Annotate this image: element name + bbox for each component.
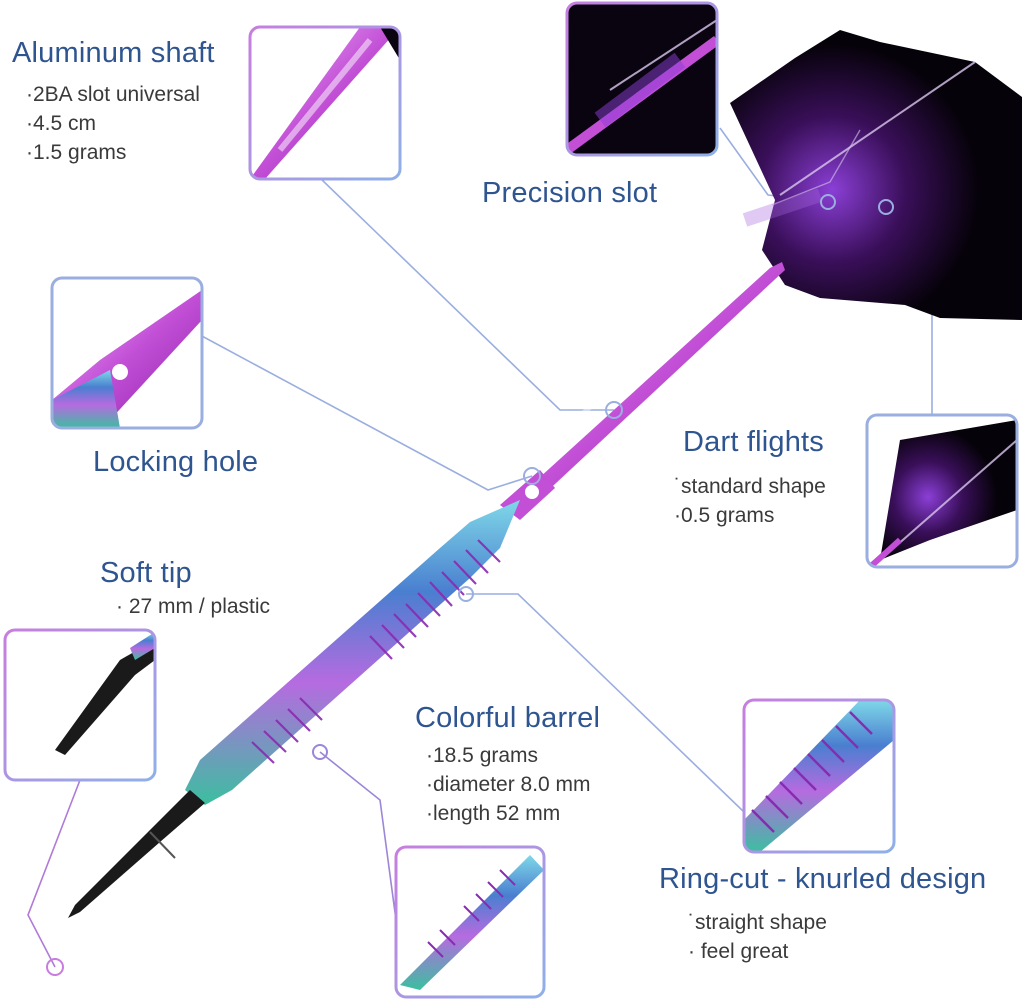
precision-slot-title: Precision slot [482, 177, 658, 209]
spec-line: · feel great [688, 940, 789, 963]
spec-line: ·length 52 mm [426, 802, 561, 825]
marker-soft-tip [46, 958, 64, 976]
spec-line: ·4.5 cm [26, 112, 97, 135]
spec-line: ·18.5 grams [426, 744, 539, 767]
callout-line-barrel [319, 751, 397, 921]
dart-flight [730, 30, 1022, 320]
spec-line: ˙standard shape [674, 475, 826, 498]
aluminum-shaft-title: Aluminum shaft [12, 37, 215, 69]
aluminum-shaft-specs: ·2BA slot universal ·4.5 cm ·1.5 grams [26, 80, 200, 167]
spec-line: · 27 mm / plastic [116, 595, 271, 618]
callout-line-locking-hole [199, 334, 533, 491]
dart-flights-specs: ˙standard shape ·0.5 grams [674, 472, 826, 530]
spec-line: ·0.5 grams [674, 504, 775, 527]
ring-cut-specs: ˙straight shape · feel great [688, 908, 827, 966]
spec-line: ˙straight shape [688, 911, 827, 934]
marker-dart-flights [878, 199, 894, 215]
soft-tip-specs: · 27 mm / plastic [116, 592, 270, 621]
inset-aluminum-shaft [248, 25, 402, 181]
spec-line: ·1.5 grams [26, 141, 127, 164]
colorful-barrel-title: Colorful barrel [415, 702, 601, 734]
marker-aluminum-shaft [605, 401, 623, 419]
ring-cut-title: Ring-cut - knurled design [659, 863, 987, 895]
callout-line-soft-tip [27, 779, 81, 968]
callout-line-ring-cut [466, 593, 745, 813]
marker-precision-slot [820, 194, 836, 210]
inset-colorful-barrel [394, 845, 546, 999]
soft-tip-title: Soft tip [100, 557, 192, 589]
inset-precision-slot [565, 1, 719, 157]
inset-locking-hole [50, 276, 204, 430]
marker-barrel [312, 744, 328, 760]
dart-tip [68, 790, 205, 918]
pointer-markers [46, 194, 894, 976]
marker-ring-cut [458, 586, 474, 602]
callout-line-aluminum-shaft [319, 177, 614, 411]
locking-hole-title: Locking hole [93, 446, 259, 478]
marker-locking-hole [523, 467, 541, 485]
spec-line: ·diameter 8.0 mm [426, 773, 591, 796]
inset-ring-cut [742, 698, 896, 854]
inset-dart-flights [865, 413, 1019, 569]
spec-line: ·2BA slot universal [26, 83, 200, 106]
dart-flights-title: Dart flights [683, 426, 824, 458]
inset-soft-tip [3, 628, 157, 782]
colorful-barrel-specs: ·18.5 grams ·diameter 8.0 mm ·length 52 … [426, 741, 591, 828]
dart-barrel [185, 485, 539, 805]
